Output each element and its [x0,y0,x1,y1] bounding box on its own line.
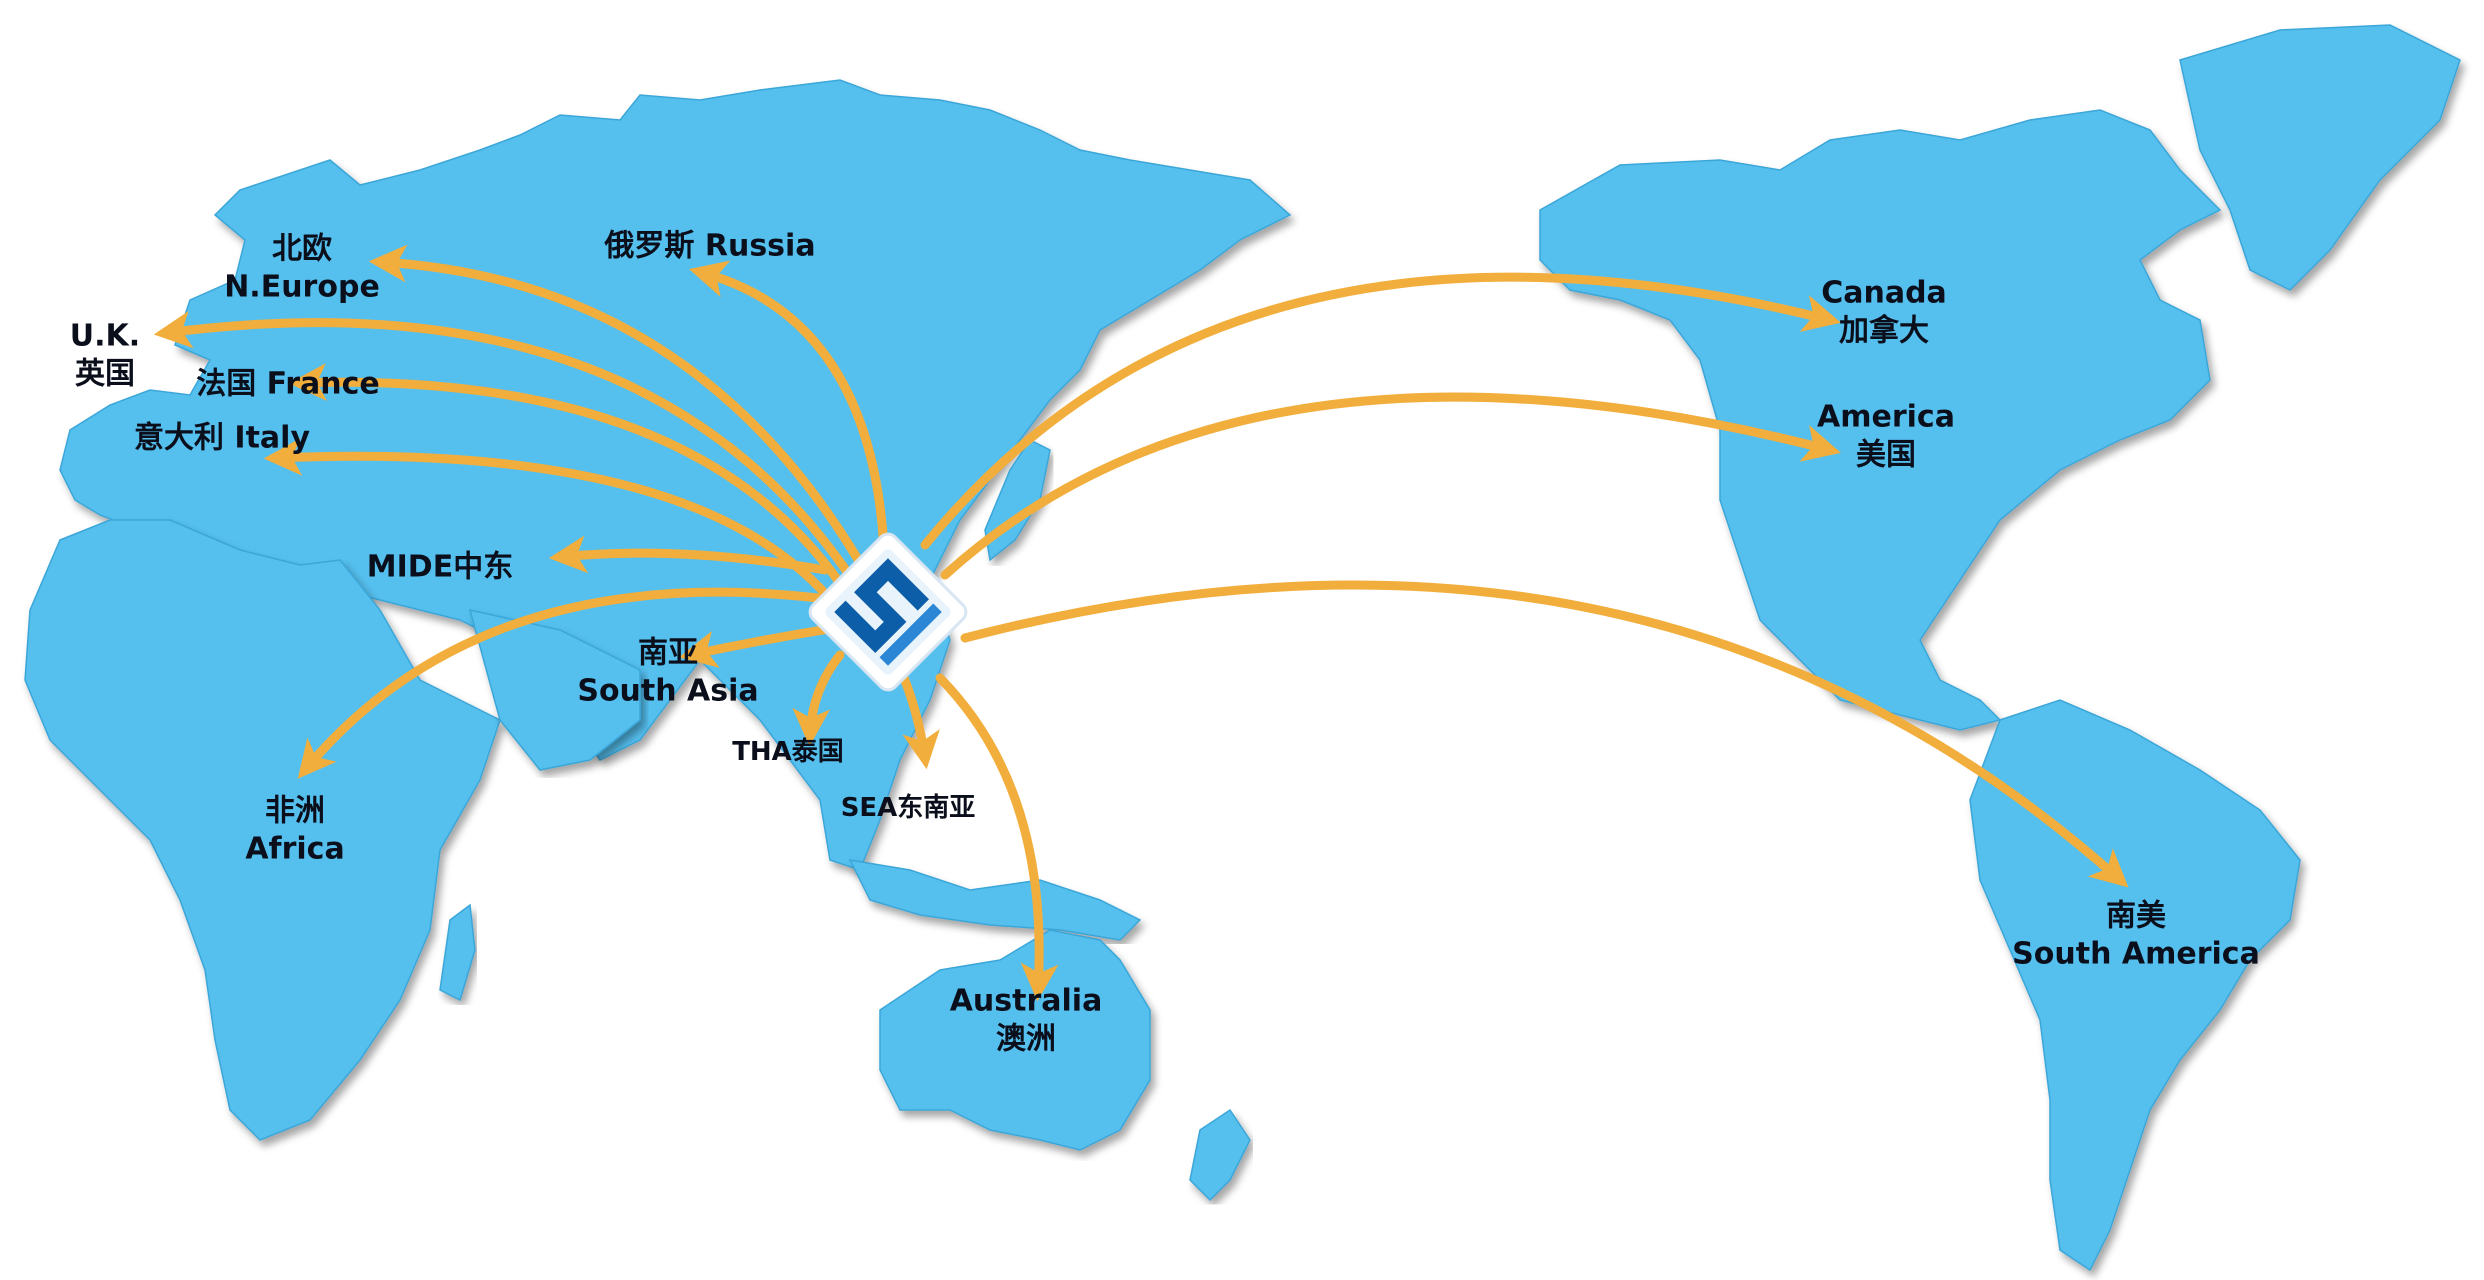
label-n-europe: 北欧 N.Europe [224,231,380,306]
label-sea: SEA东南亚 [841,792,976,825]
label-south-asia: 南亚 South Asia [577,635,758,710]
land-africa [24,519,501,1141]
land-south-america [1969,699,2301,1272]
label-n-europe-cn: 北欧 [272,231,332,267]
route-america [940,392,1841,580]
land-australia [879,929,1151,1151]
land-indonesia [848,859,1142,941]
label-italy: 意大利 Italy [134,419,310,457]
land-north-america [1539,109,2222,731]
label-canada-en: Canada [1821,275,1947,311]
label-canada-cn: 加拿大 [1839,313,1929,348]
label-tha-text: THA泰国 [732,736,844,767]
land-new-zealand [1189,1108,1251,1202]
label-france: 法国 France [196,365,380,403]
land-greenland [2179,24,2461,291]
route-south-asia [678,623,840,668]
label-america-cn: 美国 [1856,437,1916,472]
label-uk-cn: 英国 [75,356,135,391]
label-south-america-cn: 南美 [2106,898,2166,934]
company-logo-icon [808,532,968,692]
route-south-america [960,580,2129,888]
route-mide [548,535,830,575]
route-canada [920,272,1842,550]
route-tha [792,650,845,747]
label-russia: 俄罗斯 Russia [604,227,815,265]
label-south-america-en: South America [2012,936,2260,971]
label-australia-en: Australia [949,983,1103,1019]
label-africa: 非洲 Africa [245,793,344,868]
land-madagascar [439,903,476,1002]
route-n-europe [368,244,875,585]
label-africa-en: Africa [245,831,345,866]
label-n-europe-en: N.Europe [224,269,380,304]
label-africa-cn: 非洲 [265,793,325,829]
label-tha: THA泰国 [732,736,844,769]
label-canada: Canada 加拿大 [1821,275,1947,350]
label-australia: Australia 澳洲 [950,983,1103,1058]
route-russia [689,260,890,580]
label-america-en: America [1817,399,1955,435]
label-italy-text: 意大利 Italy [133,420,311,456]
continents [24,24,2461,1272]
label-south-asia-cn: 南亚 [637,635,698,671]
label-mide: MIDE中东 [367,548,513,586]
label-south-asia-en: South Asia [577,673,759,708]
label-australia-cn: 澳洲 [996,1021,1056,1056]
label-uk-en: U.K. [69,318,141,354]
label-uk: U.K. 英国 [70,318,140,393]
route-australia [935,673,1059,1002]
label-russia-text: 俄罗斯 Russia [604,228,816,264]
land-arabia [468,608,641,771]
label-america: America 美国 [1817,399,1955,474]
route-uk [153,310,863,593]
label-sea-text: SEA东南亚 [840,792,976,823]
label-france-text: 法国 France [196,366,380,402]
label-mide-text: MIDE中东 [366,549,514,585]
route-africa [297,587,823,779]
label-south-america: 南美 South America [2012,898,2260,973]
land-eurasia [59,79,1292,871]
route-france [288,363,853,600]
